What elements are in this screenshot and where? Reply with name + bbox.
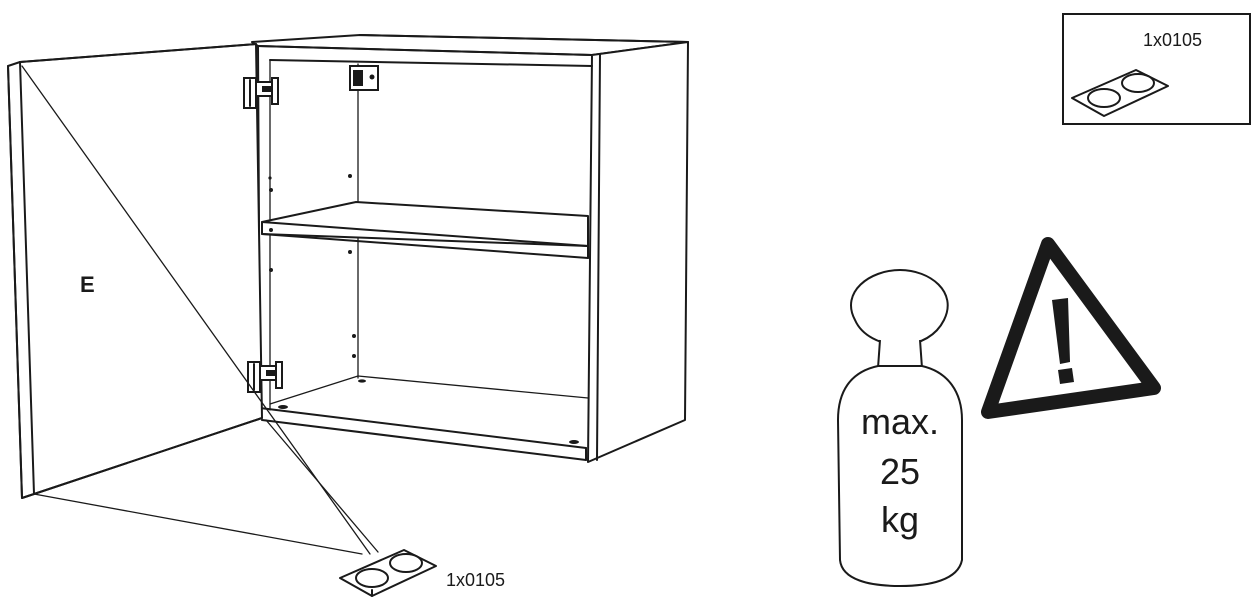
bumper-marks bbox=[278, 379, 579, 444]
hinge-icon bbox=[247, 361, 283, 393]
weight-line-2: 25 bbox=[880, 451, 920, 492]
warning-triangle-icon bbox=[981, 237, 1161, 419]
weight-icon: max. 25 kg bbox=[837, 269, 963, 587]
bumper-pad-icon bbox=[339, 549, 437, 597]
callout-lines bbox=[21, 65, 379, 555]
part-code-box: 1x0105 bbox=[1143, 30, 1202, 50]
hinge-icon bbox=[243, 77, 279, 109]
bumper-pad-icon bbox=[1071, 69, 1169, 117]
mounting-plate-icon bbox=[349, 65, 379, 91]
weight-line-1: max. bbox=[861, 401, 939, 442]
cabinet-carcass bbox=[251, 34, 689, 463]
door-label: E bbox=[80, 272, 95, 297]
weight-line-3: kg bbox=[881, 499, 919, 540]
cabinet-illustration: E bbox=[7, 34, 689, 555]
shelf-pin-holes bbox=[268, 174, 356, 358]
cabinet-shelf bbox=[261, 201, 589, 259]
cabinet-door bbox=[7, 43, 263, 499]
part-code-bottom: 1x0105 bbox=[446, 570, 505, 590]
part-box: 1x0105 bbox=[1062, 13, 1251, 125]
